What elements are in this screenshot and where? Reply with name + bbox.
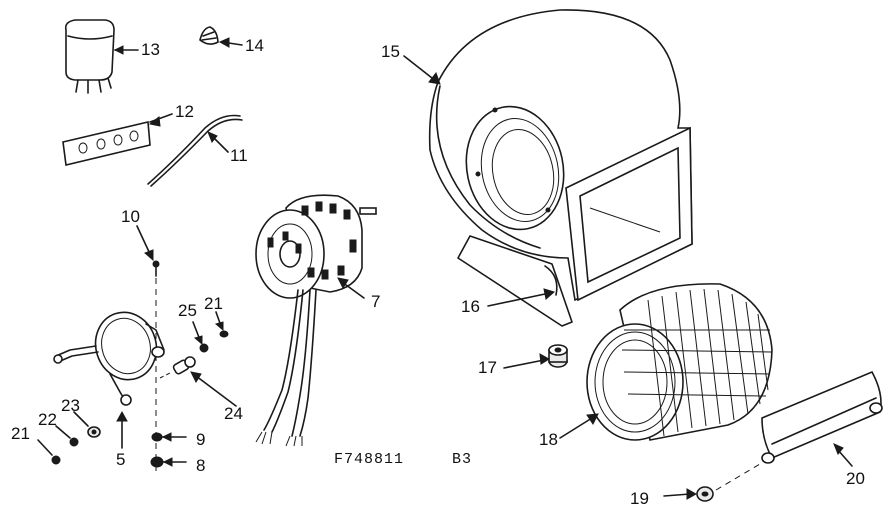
part-lockwasher-22 (55, 425, 79, 447)
sheet-code: B3 (452, 451, 473, 468)
callout-14: 14 (245, 36, 264, 55)
callout-9: 9 (196, 430, 206, 449)
callout-12: 12 (175, 102, 194, 121)
part-wire (147, 114, 243, 187)
part-washer-9 (151, 432, 187, 442)
part-washer-23 (73, 411, 101, 438)
callout-7: 7 (371, 292, 381, 311)
part-wire-nut (199, 26, 243, 48)
callout-16: 16 (461, 297, 480, 316)
callout-20: 20 (846, 469, 865, 488)
callout-13: 13 (141, 40, 160, 59)
part-spacer (159, 356, 237, 407)
part-mount-clip (116, 410, 128, 449)
callout-10: 10 (121, 207, 140, 226)
part-motor (255, 194, 377, 447)
callout-17: 17 (478, 358, 497, 377)
part-bolt (136, 225, 160, 474)
callout-21-upper: 21 (204, 294, 223, 313)
callout-5: 5 (116, 450, 126, 469)
part-nut-8 (150, 456, 187, 468)
part-grommet (503, 344, 568, 369)
part-motor-mount (53, 311, 165, 406)
callout-22: 22 (38, 410, 57, 429)
part-nut-21 (37, 439, 61, 465)
callout-15: 15 (381, 42, 400, 61)
callout-18: 18 (539, 430, 558, 449)
part-nut (663, 463, 761, 502)
callout-8: 8 (196, 456, 206, 475)
part-terminal-board (62, 113, 173, 166)
part-cutoff-plate (761, 370, 883, 467)
part-washer-upper (214, 311, 229, 338)
callout-21-lower: 21 (11, 424, 30, 443)
callout-23: 23 (61, 396, 80, 415)
callout-25: 25 (178, 301, 197, 320)
callout-11: 11 (230, 146, 248, 165)
part-blower-wheel (559, 283, 773, 441)
part-housing-bracket (487, 288, 556, 307)
callout-24: 24 (224, 404, 243, 423)
callout-19: 19 (630, 489, 649, 508)
drawing-code: F748811 (334, 451, 405, 468)
part-screw (192, 321, 209, 353)
part-capacitor (64, 19, 139, 94)
part-blower-housing (403, 9, 693, 327)
